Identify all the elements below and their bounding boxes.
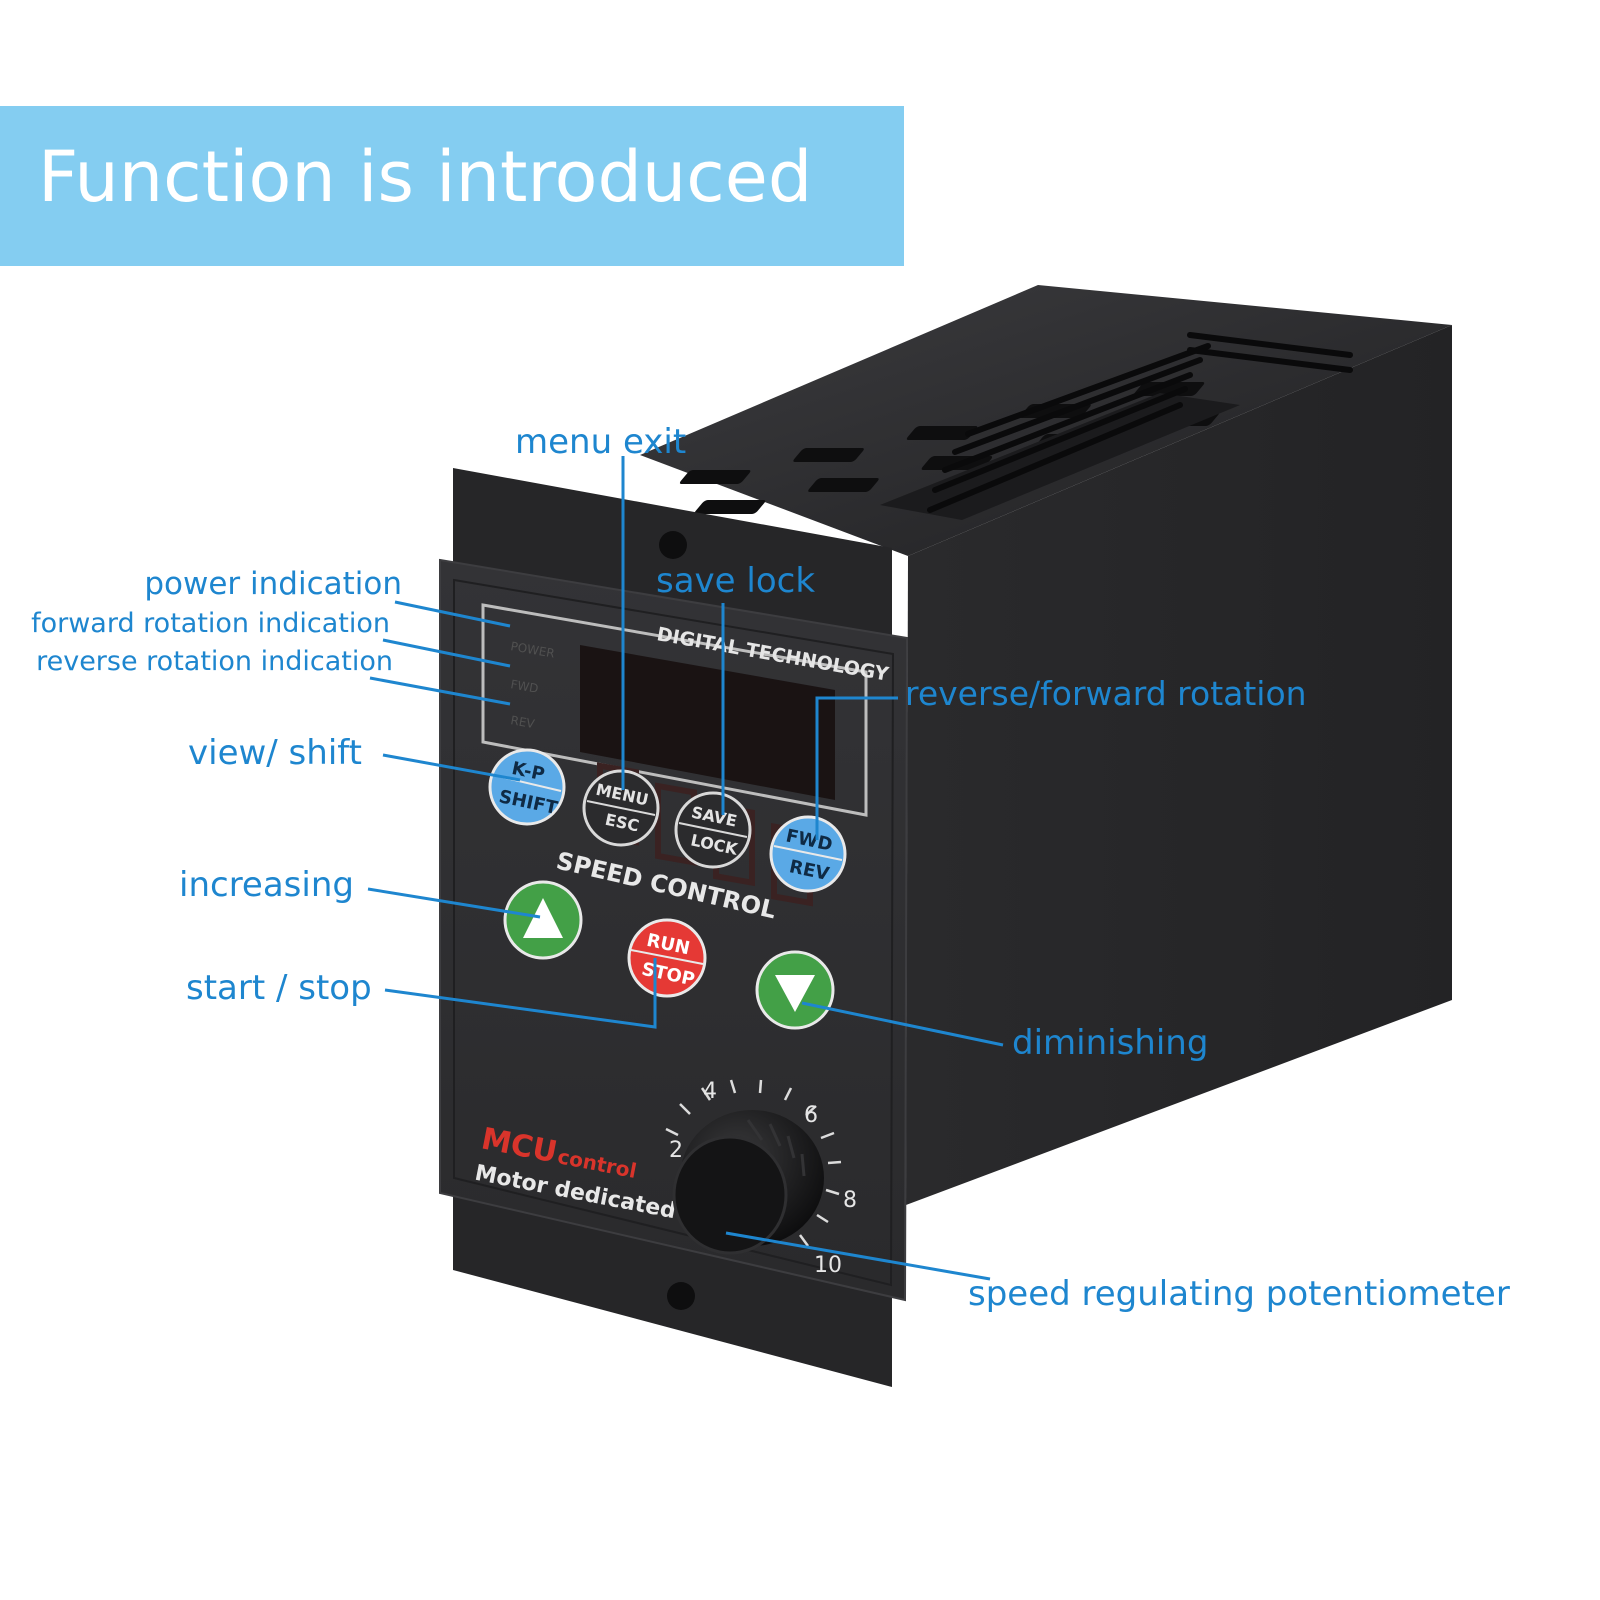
callout-labels: menu exit save lock power indication for… — [31, 422, 1510, 1314]
dial-mark-4: 4 — [703, 1079, 717, 1104]
menu-esc-button[interactable]: MENU ESC — [582, 769, 660, 847]
indicator-fwd: FWD — [509, 677, 539, 696]
fwd-rev-button[interactable]: FWD REV — [769, 815, 847, 893]
label-menu-exit: menu exit — [515, 422, 686, 462]
side-vent-slots — [927, 332, 1353, 513]
potentiometer[interactable]: 2 4 6 8 10 — [665, 1079, 857, 1278]
mount-hole-top — [659, 531, 687, 559]
leader-increasing — [367, 887, 541, 919]
dial-mark-2: 2 — [669, 1138, 683, 1163]
leader-rev-fwd — [815, 696, 898, 840]
label-power-indication: power indication — [144, 566, 402, 602]
knob-grip — [746, 1119, 806, 1177]
leader-forward — [382, 638, 511, 668]
leader-view-shift — [382, 753, 521, 782]
leader-lines — [367, 456, 1004, 1281]
label-increasing: increasing — [179, 865, 354, 905]
up-arrow-icon — [523, 898, 563, 938]
indicator-rev: REV — [509, 713, 536, 731]
label-forward-rotation-indication: forward rotation indication — [31, 608, 390, 639]
label-reverse-rotation-indication: reverse rotation indication — [36, 646, 393, 677]
label-save-lock: save lock — [656, 561, 815, 601]
leader-start-stop — [384, 958, 657, 1029]
dial-ticks — [665, 1079, 842, 1247]
display-frame — [481, 603, 868, 817]
title-banner: Function is introduced — [0, 106, 904, 266]
decrease-button[interactable] — [755, 950, 835, 1030]
label-diminishing: diminishing — [1012, 1023, 1208, 1063]
leader-reverse — [369, 676, 511, 706]
housing-side — [906, 325, 1452, 1205]
down-arrow-icon — [775, 975, 815, 1012]
dial-mark-6: 6 — [804, 1103, 818, 1128]
label-view-shift: view/ shift — [188, 733, 362, 773]
front-panel-inner — [453, 578, 895, 1287]
dial-mark-10: 10 — [814, 1253, 842, 1278]
label-reverse-forward-rotation: reverse/forward rotation — [905, 674, 1307, 713]
mount-hole-bottom — [667, 1282, 695, 1310]
label-speed-potentiometer: speed regulating potentiometer — [968, 1274, 1510, 1314]
dial-mark-8: 8 — [843, 1188, 857, 1213]
leader-diminishing — [801, 1001, 1004, 1047]
label-start-stop: start / stop — [186, 968, 372, 1008]
kp-shift-button[interactable]: K-P SHIFT — [488, 748, 566, 826]
knob-cap — [672, 1135, 788, 1255]
increase-button[interactable] — [503, 880, 583, 960]
run-stop-button[interactable]: RUN STOP — [627, 918, 707, 998]
leader-power — [394, 600, 511, 628]
leader-potentiometer — [725, 1231, 991, 1281]
banner-title: Function is introduced — [38, 136, 813, 218]
save-lock-button[interactable]: SAVE LOCK — [674, 791, 752, 869]
led-window — [580, 645, 835, 800]
